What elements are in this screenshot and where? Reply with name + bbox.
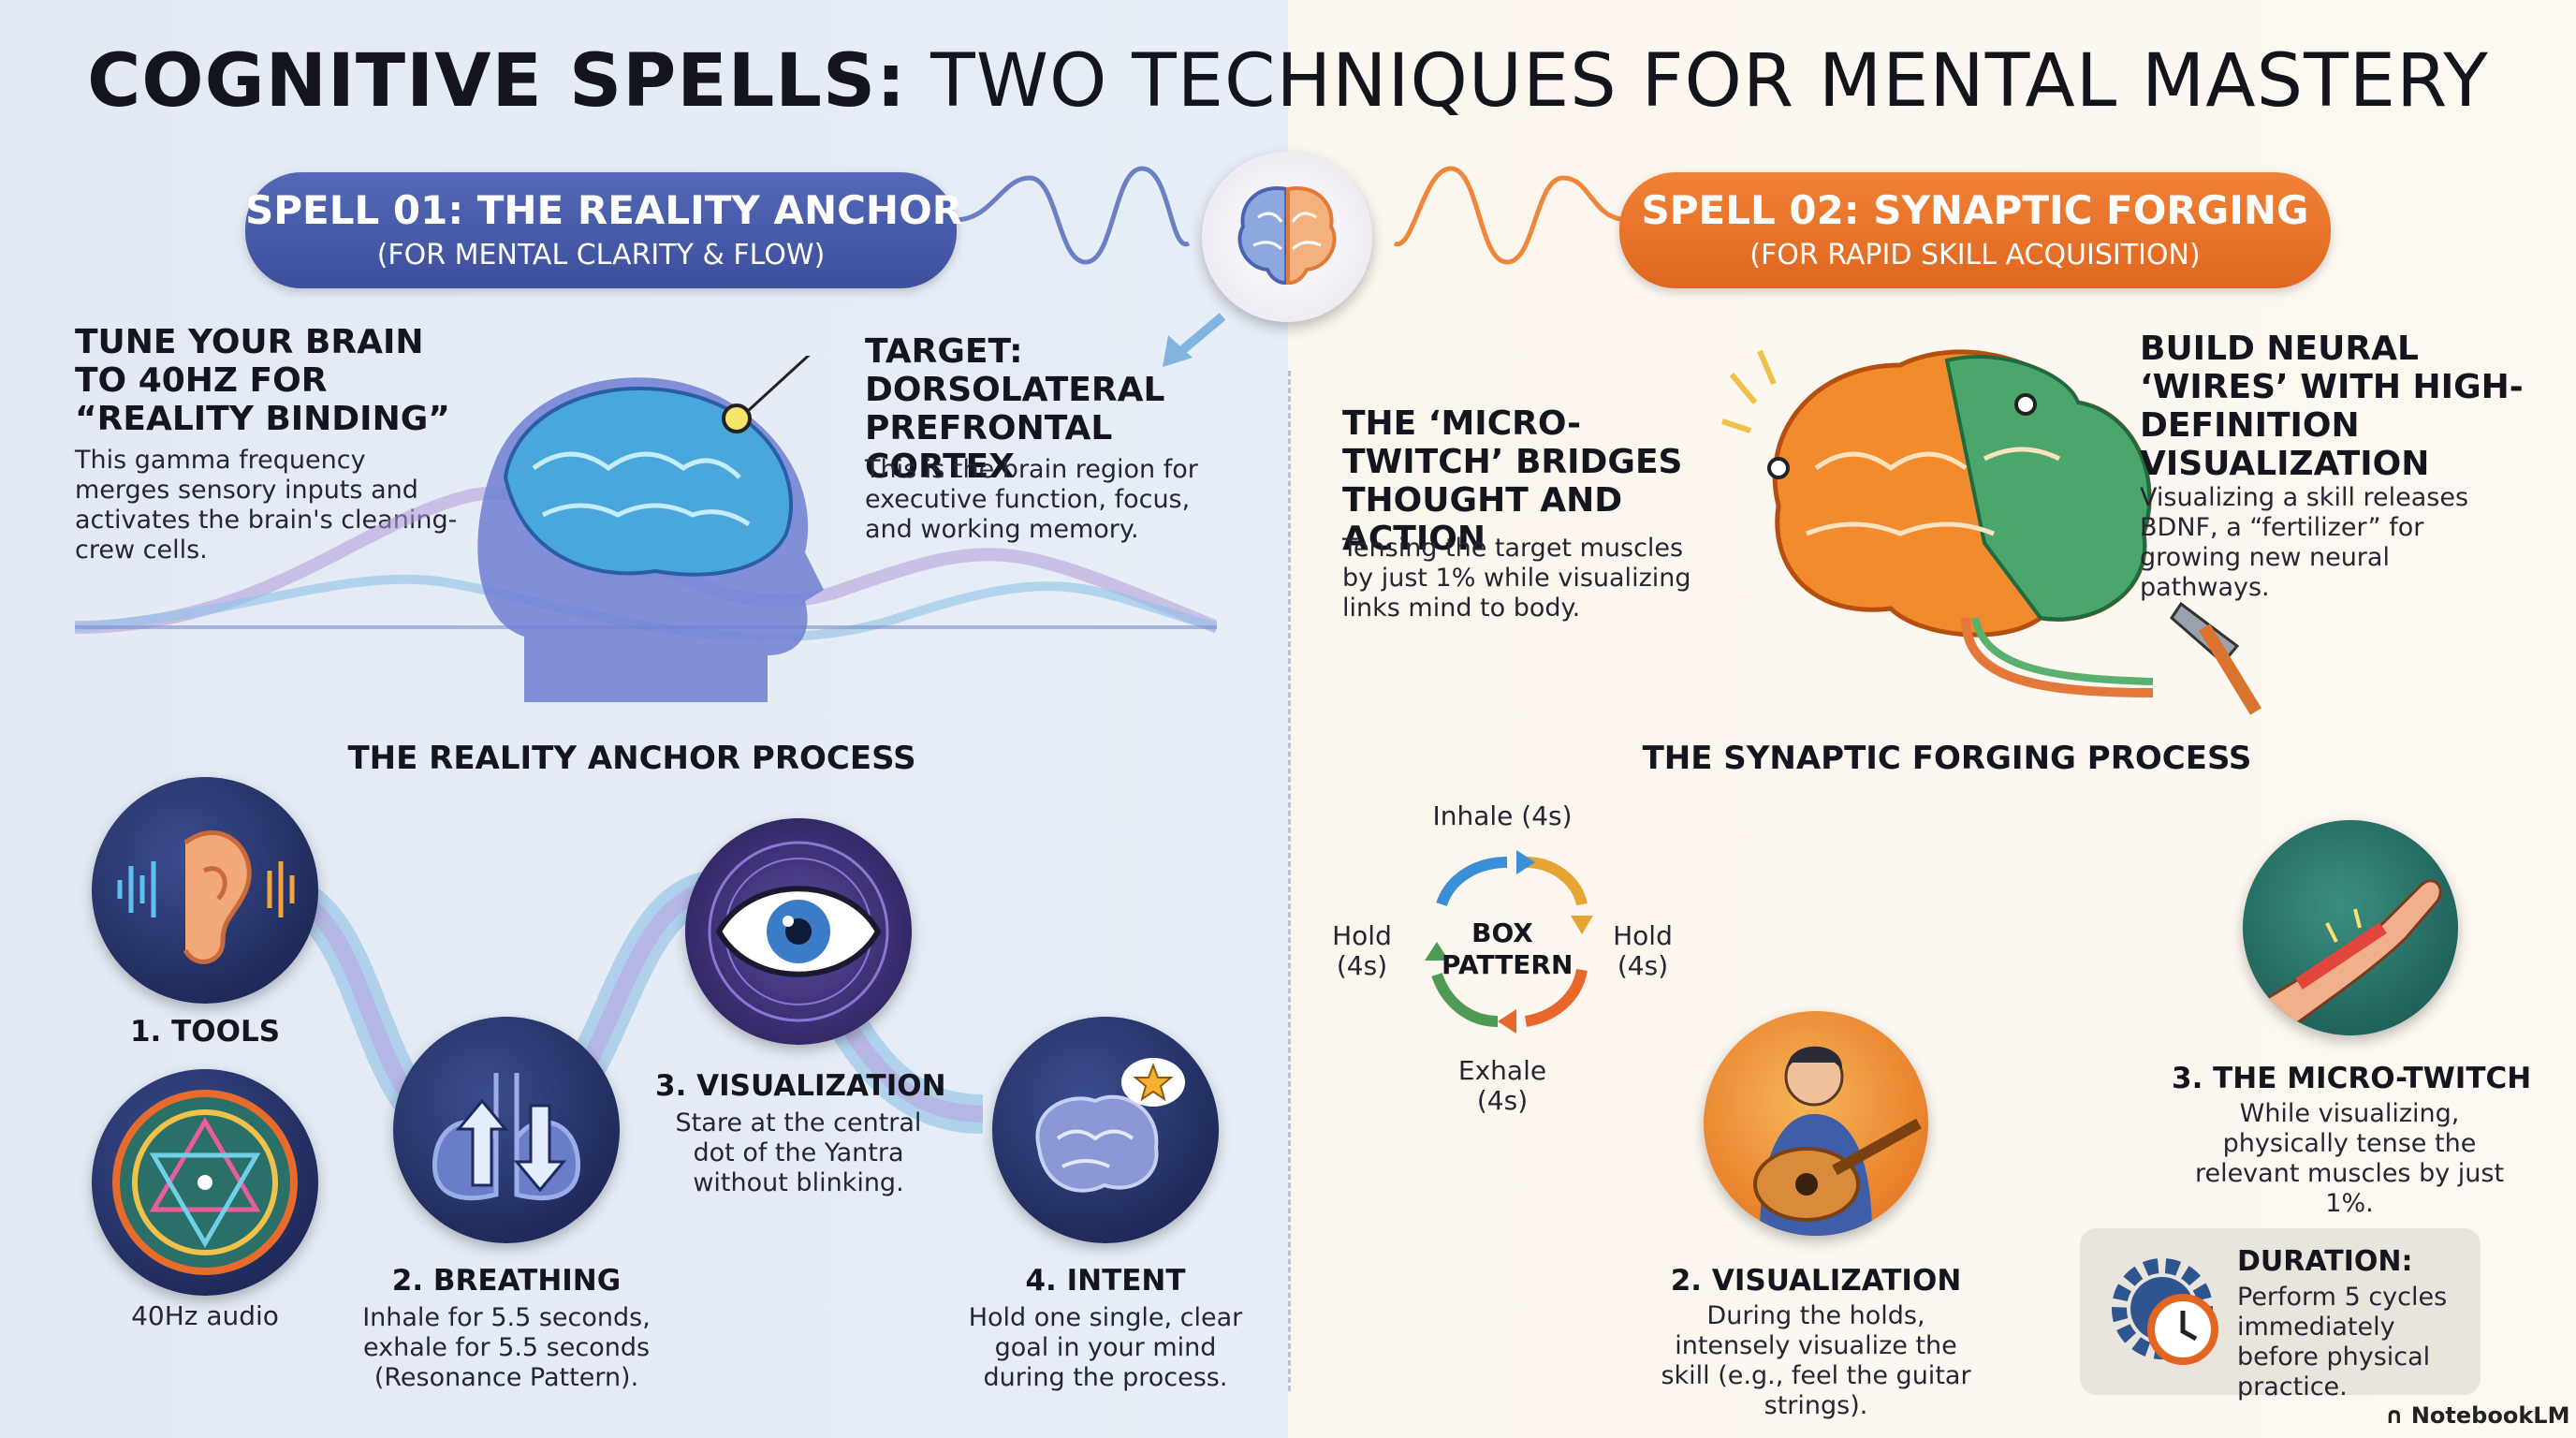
- box-hold-left-label: Hold (4s): [1332, 920, 1392, 981]
- spell1-step2-title: 2. BREATHING: [391, 1264, 622, 1298]
- center-divider: [1288, 371, 1291, 1391]
- spell1-step1-caption: 40Hz audio: [131, 1300, 279, 1331]
- spell2-subtitle: (FOR RAPID SKILL ACQUISITION): [1749, 239, 2201, 271]
- spell1-step4-title: 4. INTENT: [1025, 1264, 1186, 1298]
- lungs-icon: [432, 1073, 581, 1201]
- spell1-step1-title: 1. TOOLS: [129, 1015, 281, 1049]
- spell1-process-heading: THE REALITY ANCHOR PROCESS: [347, 740, 916, 777]
- guitar-player-icon: [1753, 1046, 1922, 1236]
- spell1-step4-body: Hold one single, clear goal in your mind…: [968, 1303, 1243, 1392]
- guitar-circle: [1704, 1011, 1928, 1236]
- yantra-circle: [92, 1069, 318, 1296]
- spell2-wires-heading: BUILD NEURAL ‘WIRES’ WITH HIGH-DEFINITIO…: [2140, 330, 2524, 483]
- spell1-subtitle: (FOR MENTAL CLARITY & FLOW): [376, 239, 826, 271]
- head-brain-icon: [75, 356, 1217, 702]
- spell2-step2-body: During the holds, intensely visualize th…: [1661, 1301, 1971, 1420]
- brain-icon: [1237, 186, 1337, 286]
- spell2-process-heading: THE SYNAPTIC FORGING PROCESS: [1642, 740, 2252, 777]
- duration-box: DURATION: Perform 5 cycles immediately b…: [2080, 1228, 2481, 1401]
- box-hold-right-label: Hold (4s): [1613, 920, 1673, 981]
- spell2-step3-title: 3. THE MICRO-TWITCH: [2172, 1062, 2532, 1095]
- cycle-arrows-icon: [1425, 850, 1593, 1034]
- notebooklm-logo: ∩ NotebookLM: [2385, 1402, 2569, 1429]
- duration-title: DURATION:: [2237, 1245, 2413, 1278]
- brain-star-icon: [1035, 1058, 1185, 1193]
- intent-circle: [992, 1017, 1219, 1243]
- eye-icon: [708, 841, 889, 1022]
- spell1-header: SPELL 01: THE REALITY ANCHOR (FOR MENTAL…: [245, 172, 963, 288]
- forging-brain-icon: [1721, 349, 2261, 715]
- spell2-micro-heading: THE ‘MICRO-TWITCH’ BRIDGES THOUGHT AND A…: [1342, 404, 1683, 558]
- down-left-arrow-icon: [1163, 313, 1226, 367]
- spell2-micro-body: Tensing the target muscles by just 1% wh…: [1342, 534, 1691, 623]
- box-pattern-center: BOX PATTERN: [1442, 917, 1573, 980]
- spell2-step3-body: While visualizing, physically tense the …: [2194, 1099, 2505, 1218]
- spell2-header: SPELL 02: SYNAPTIC FORGING (FOR RAPID SK…: [1619, 172, 2331, 288]
- logo-mark-icon: ∩: [2385, 1402, 2411, 1429]
- spell2-wires-body: Visualizing a skill releases BDNF, a “fe…: [2140, 483, 2469, 602]
- ear-circle: [92, 777, 318, 1004]
- eye-circle: [685, 818, 912, 1045]
- spell1-step3-title: 3. VISUALIZATION: [655, 1069, 946, 1103]
- logo-text: NotebookLM: [2410, 1402, 2570, 1429]
- spell1-target-heading: TARGET: DORSOLATERAL PREFRONTAL CORTEX: [865, 332, 1165, 486]
- forearm-icon: [2249, 879, 2442, 1035]
- yantra-icon: [112, 1090, 298, 1275]
- lungs-circle: [393, 1017, 620, 1243]
- title-light: TWO TECHNIQUES FOR MENTAL MASTERY: [930, 39, 2489, 124]
- header-wave: [954, 166, 1630, 265]
- spell1-tune-heading: TUNE YOUR BRAIN TO 40HZ FOR “REALITY BIN…: [75, 323, 450, 438]
- page-title: COGNITIVE SPELLS: TWO TECHNIQUES FOR MEN…: [0, 39, 2576, 124]
- ear-sound-icon: [117, 830, 295, 964]
- spell2-step2-title: 2. VISUALIZATION: [1670, 1264, 1962, 1298]
- box-inhale-label: Inhale (4s): [1432, 800, 1573, 831]
- gear-clock-icon: [2112, 1258, 2218, 1365]
- spell1-step2-body: Inhale for 5.5 seconds, exhale for 5.5 s…: [362, 1303, 651, 1392]
- box-exhale-label: Exhale (4s): [1457, 1055, 1547, 1116]
- spell2-name: SPELL 02: SYNAPTIC FORGING: [1641, 187, 2309, 233]
- spell1-name: SPELL 01: THE REALITY ANCHOR: [245, 187, 963, 233]
- duration-body: Perform 5 cycles immediately before phys…: [2237, 1283, 2448, 1401]
- forearm-circle: [2243, 820, 2458, 1035]
- spell1-target-body: This is the brain region for executive f…: [865, 455, 1198, 544]
- center-brain-badge: [1202, 152, 1372, 322]
- title-bold: COGNITIVE SPELLS:: [87, 39, 907, 124]
- spell1-step3-body: Stare at the central dot of the Yantra w…: [675, 1108, 922, 1197]
